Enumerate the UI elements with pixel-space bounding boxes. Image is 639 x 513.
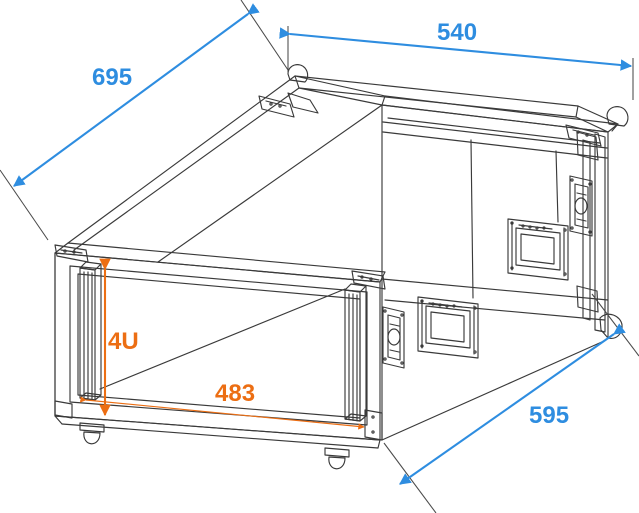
ball-corner-3 (599, 313, 623, 339)
ball-corner-2 (606, 106, 629, 127)
ext-line-695-far (240, 0, 289, 71)
corner-cap-top-left (258, 95, 295, 118)
dim-arrow-695 (13, 3, 260, 187)
dimension-label-695: 695 (92, 64, 133, 91)
butterfly-latch-2 (382, 306, 405, 369)
caster-2 (324, 447, 350, 470)
rack-rail-left (79, 261, 102, 401)
top-panel (67, 75, 619, 263)
ext-line-695-near (0, 169, 49, 241)
corner-cap-front-left-bottom (54, 400, 73, 419)
side-hardware-strips (470, 139, 559, 299)
side-panel (381, 104, 609, 441)
dim-arrow-483 (80, 396, 365, 430)
ext-line-595-far (591, 293, 639, 357)
corner-cap-front-right (351, 270, 386, 290)
dimension-label-540: 540 (437, 19, 478, 46)
rack-rail-right (344, 283, 367, 422)
dimension-label-595: 595 (529, 402, 570, 429)
handle-2 (507, 218, 569, 281)
handle-1 (417, 296, 479, 359)
dimension-label-4u: 4U (108, 328, 139, 355)
orange-dimension-arrows (80, 258, 365, 430)
blue-dimension-arrows (13, 3, 633, 485)
corner-cap-top-right (565, 124, 602, 147)
corner-cap-front-right-bottom (364, 409, 383, 441)
dim-arrow-595 (399, 323, 626, 485)
dim-arrow-540 (279, 27, 633, 71)
dimension-label-483: 483 (215, 380, 256, 407)
butterfly-latch-1 (569, 175, 593, 237)
